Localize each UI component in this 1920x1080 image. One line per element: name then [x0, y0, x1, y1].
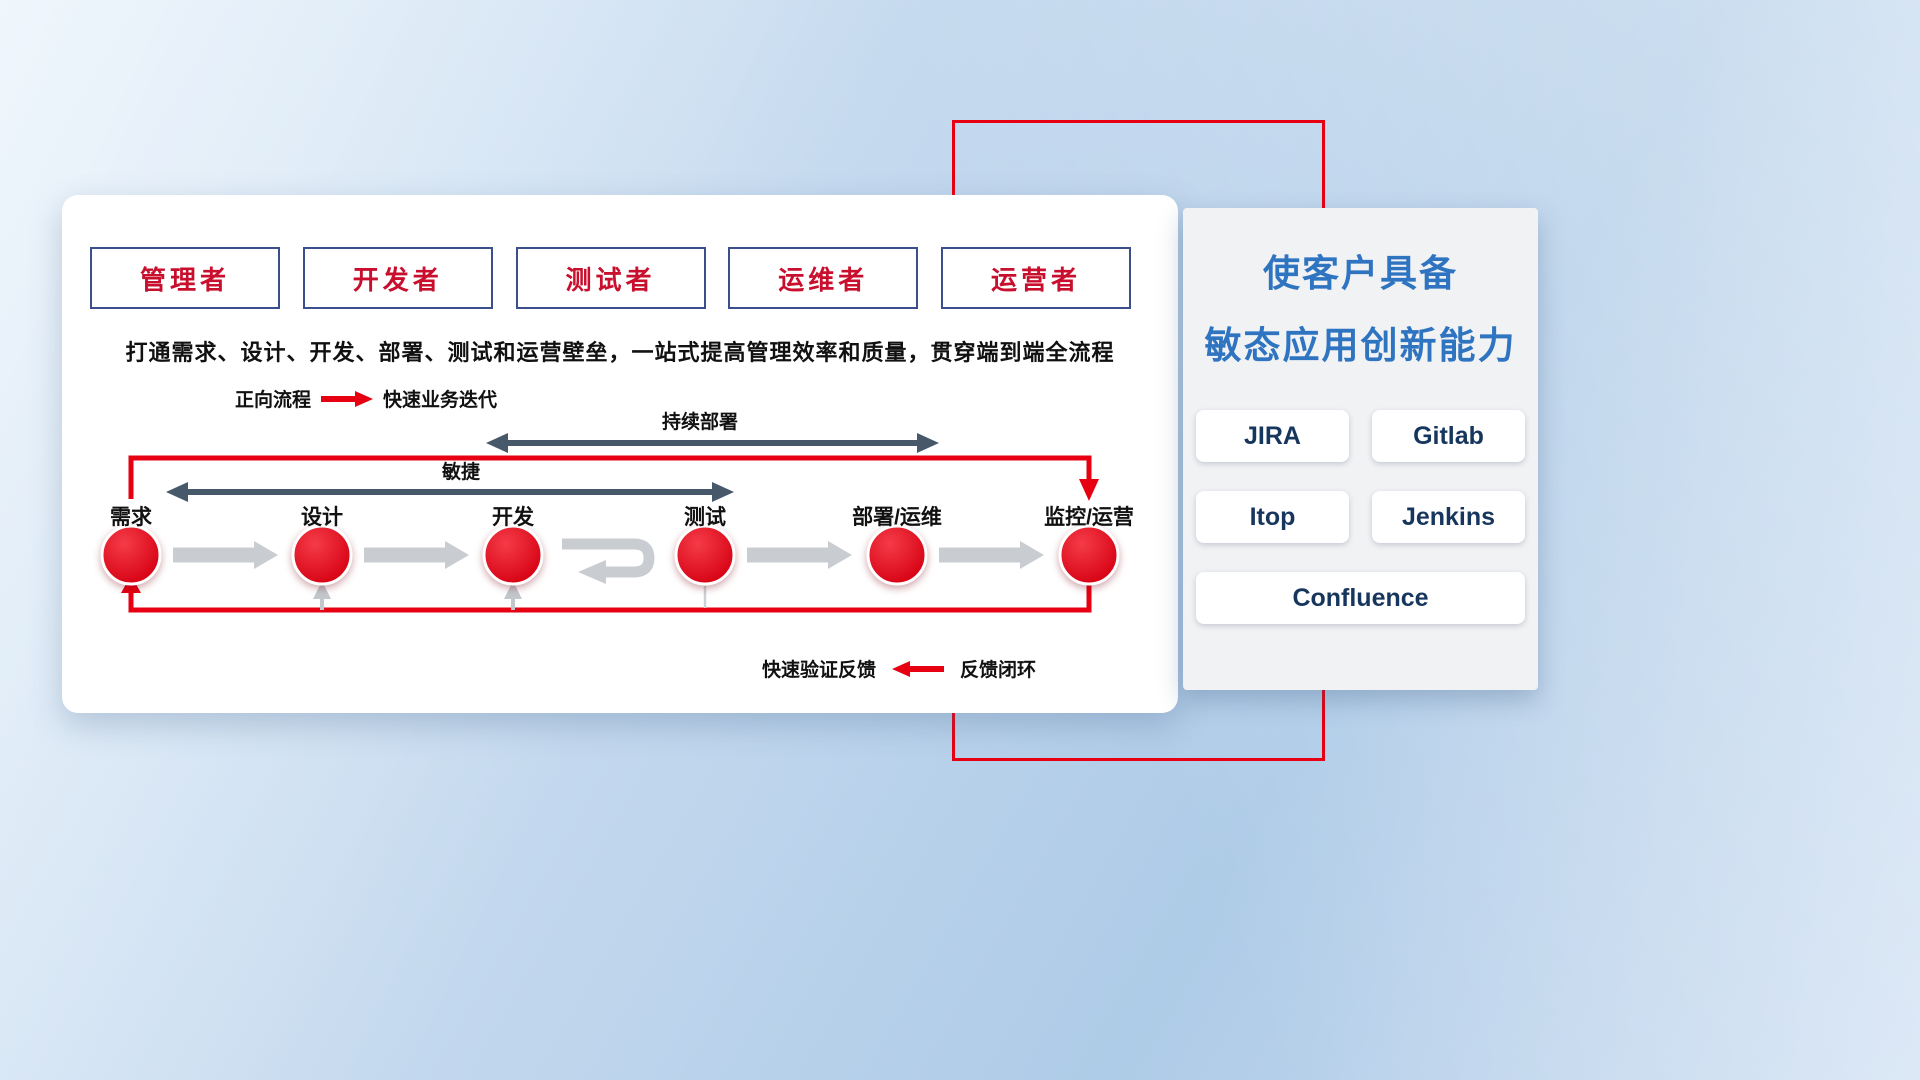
flow-arrow-2 [364, 541, 469, 569]
stage-label-monitor-ops: 监控/运营 [1044, 506, 1134, 529]
forward-legend: 正向流程 快速业务迭代 [235, 385, 497, 412]
feedback-legend-value: 反馈闭环 [960, 660, 1037, 681]
feedback-up-arrow-development [504, 581, 522, 610]
panel-title-line1: 使客户具备 [1263, 253, 1458, 294]
flow-arrow-4 [747, 541, 852, 569]
stage-circle-monitor-ops [1058, 524, 1120, 586]
stage-label-requirements: 需求 [110, 506, 152, 529]
tools-grid: JIRA Gitlab Itop Jenkins Confluence [1196, 410, 1525, 624]
panel-title: 使客户具备 敏态应用创新能力 [1183, 238, 1538, 382]
forward-loop-line [128, 455, 1099, 501]
stage-circle-testing [674, 524, 736, 586]
stage-circles [100, 524, 1120, 586]
stage-label-testing: 测试 [684, 506, 726, 529]
stage-label-development: 开发 [492, 506, 534, 529]
forward-legend-value: 快速业务迭代 [383, 390, 498, 411]
continuous-deploy-double-arrow [486, 433, 939, 453]
feedback-legend: 快速验证反馈 反馈闭环 [762, 655, 1036, 682]
right-arrow-icon [321, 390, 374, 407]
iterate-arrow [562, 538, 655, 584]
feedback-up-arrow-design [313, 581, 331, 610]
stage-circle-design [291, 524, 353, 586]
stage-label-deploy-ops: 部署/运维 [852, 506, 942, 529]
panel-title-line2: 敏态应用创新能力 [1204, 325, 1517, 366]
role-box-manager: 管理者 [90, 247, 280, 309]
tool-chip-jira: JIRA [1196, 410, 1349, 462]
tool-chip-itop: Itop [1196, 491, 1349, 543]
description-text: 打通需求、设计、开发、部署、测试和运营壁垒，一站式提高管理效率和质量，贯穿端到端… [125, 340, 1115, 365]
agile-label: 敏捷 [441, 462, 480, 483]
agile-double-arrow [166, 482, 734, 502]
flow-arrow-5 [939, 541, 1044, 569]
flow-diagram [100, 433, 1120, 613]
stage-circle-development [482, 524, 544, 586]
tool-chip-gitlab: Gitlab [1372, 410, 1525, 462]
forward-legend-label: 正向流程 [235, 390, 312, 411]
role-box-ops: 运维者 [728, 247, 919, 309]
feedback-legend-label: 快速验证反馈 [762, 660, 877, 681]
role-box-operator: 运营者 [941, 247, 1131, 309]
stage-circle-requirements [100, 524, 162, 586]
workflow-card: 管理者 开发者 测试者 运维者 运营者 打通需求、设计、开发、部署、测试和运营壁… [62, 195, 1178, 713]
role-box-tester: 测试者 [515, 247, 706, 309]
role-box-developer: 开发者 [302, 247, 493, 309]
left-arrow-icon [892, 660, 945, 677]
stage-label-design: 设计 [301, 506, 343, 529]
tool-chip-jenkins: Jenkins [1372, 491, 1525, 543]
stage-circle-deploy-ops [866, 524, 928, 586]
tool-chip-confluence: Confluence [1196, 572, 1525, 624]
roles-row: 管理者 开发者 测试者 运维者 运营者 [90, 247, 1131, 309]
flow-arrow-1 [173, 541, 278, 569]
flow-arrows [173, 541, 1044, 569]
capability-panel: 使客户具备 敏态应用创新能力 JIRA Gitlab Itop Jenkins … [1183, 208, 1538, 690]
continuous-deploy-label: 持续部署 [661, 412, 738, 433]
